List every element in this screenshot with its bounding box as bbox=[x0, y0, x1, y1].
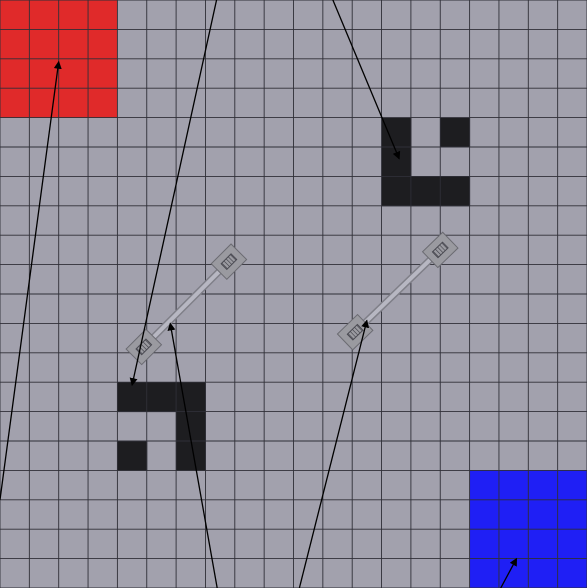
wall-cell bbox=[146, 382, 177, 413]
wall-cell bbox=[117, 441, 148, 471]
wall-block-lower-left bbox=[117, 382, 206, 471]
robot-chip-pin bbox=[349, 331, 357, 338]
trajectory-arrow-3 bbox=[332, 0, 401, 160]
robot-chip-pin bbox=[223, 260, 230, 267]
wall-cell bbox=[176, 441, 206, 471]
robot-chip-pin bbox=[437, 246, 444, 254]
wall-cell bbox=[440, 117, 471, 148]
robot-chip-pin bbox=[356, 324, 363, 332]
wall-cell bbox=[410, 176, 441, 207]
robot-chip-pin bbox=[227, 256, 235, 263]
trajectory-arrow-2 bbox=[129, 0, 218, 387]
robot-chip-pin bbox=[441, 242, 448, 249]
wall-cell bbox=[176, 382, 206, 413]
robot-chip-icon bbox=[431, 241, 449, 259]
wall-block-upper-right bbox=[381, 117, 471, 207]
robot-chip-pin bbox=[354, 327, 361, 334]
robot-chip-pin bbox=[221, 262, 228, 269]
robot-chip-pin bbox=[140, 343, 147, 350]
wall-cell bbox=[381, 176, 412, 207]
robot-chip-pin bbox=[435, 248, 442, 256]
robot-chip-icon bbox=[346, 323, 364, 341]
wall-cell bbox=[117, 382, 148, 413]
trajectory-arrow-1 bbox=[0, 60, 62, 500]
robot-left[interactable] bbox=[125, 243, 248, 366]
robot-end-b[interactable] bbox=[210, 243, 248, 281]
trajectory-arrow-4 bbox=[167, 322, 218, 588]
robot-end-b[interactable] bbox=[421, 231, 459, 269]
trajectory-arrow-5 bbox=[298, 319, 370, 588]
robot-chip-pin bbox=[230, 254, 237, 261]
robot-right[interactable] bbox=[336, 231, 459, 351]
wall-cell bbox=[381, 117, 412, 148]
robot-chip-pin bbox=[352, 329, 359, 336]
robot-chip-pin bbox=[347, 333, 354, 340]
robot-link-bar bbox=[141, 259, 231, 349]
robot-chip-pin bbox=[225, 258, 233, 265]
robot-chip-pin bbox=[144, 339, 152, 346]
trajectory-arrow-6 bbox=[500, 557, 518, 588]
robot-chip-pin bbox=[142, 341, 150, 348]
wall-cell bbox=[176, 411, 206, 442]
wall-cell bbox=[440, 176, 471, 207]
robot-chip-pin bbox=[439, 244, 446, 251]
robot-link-bar bbox=[353, 247, 443, 335]
robot-chip-pin bbox=[432, 250, 439, 258]
